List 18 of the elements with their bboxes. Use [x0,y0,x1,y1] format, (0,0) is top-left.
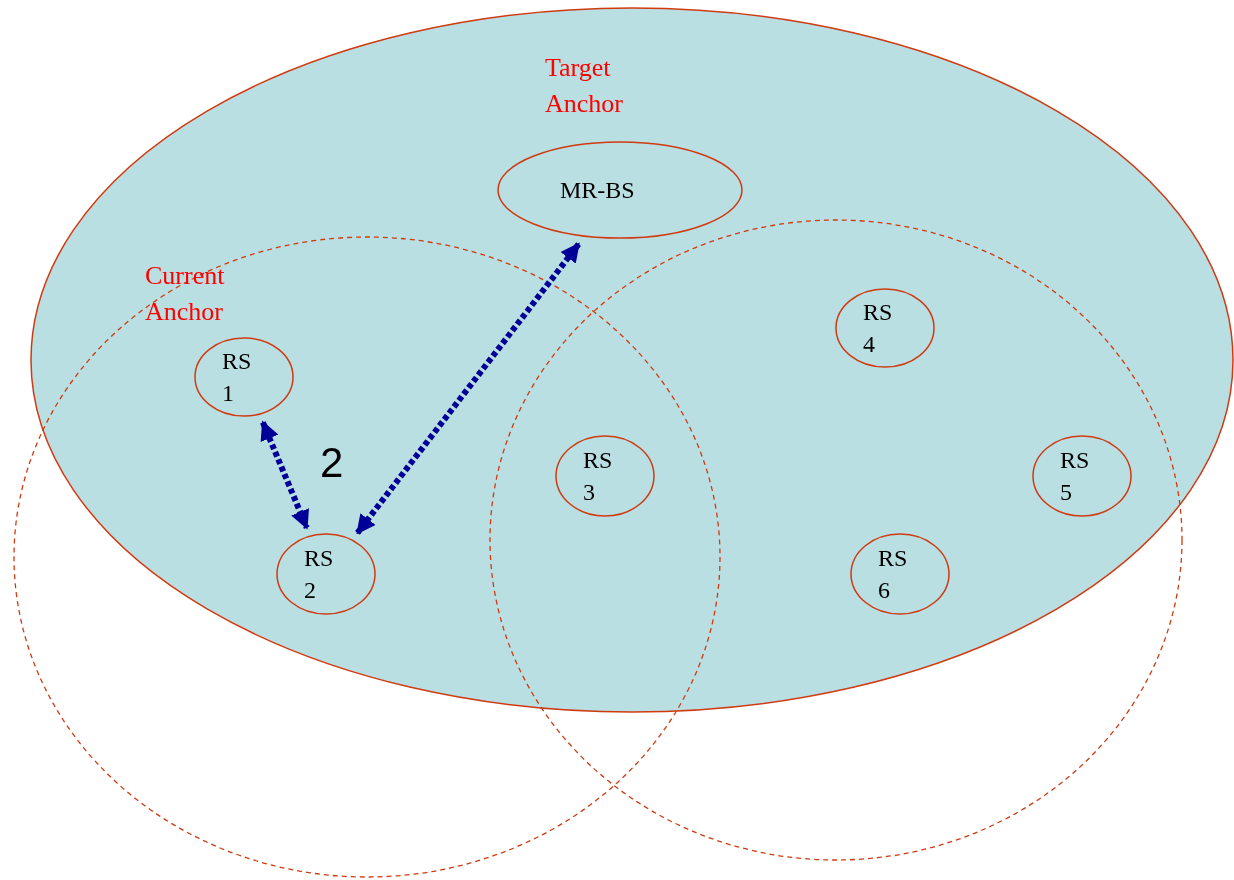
anchor-caption: Current Anchor [145,260,226,329]
station-ellipse [194,337,294,417]
node-label: RS 3 [583,445,614,507]
node-label: RS 6 [878,543,909,605]
node-label: MR-BS [560,175,636,205]
node-label: RS 2 [304,543,335,605]
node-label: RS 4 [863,297,894,359]
station-ellipse [276,533,376,615]
station-ellipse [850,533,950,615]
dotted-double-arrow [260,420,310,530]
dotted-double-arrow [355,242,581,535]
station-ellipse [1032,435,1132,517]
station-ellipse [835,288,935,368]
station-ellipse [555,435,655,517]
node-label: RS 5 [1060,445,1091,507]
anchor-caption: Target Anchor [545,52,624,121]
node-label: RS 1 [222,346,253,408]
station-ellipse [497,141,743,239]
